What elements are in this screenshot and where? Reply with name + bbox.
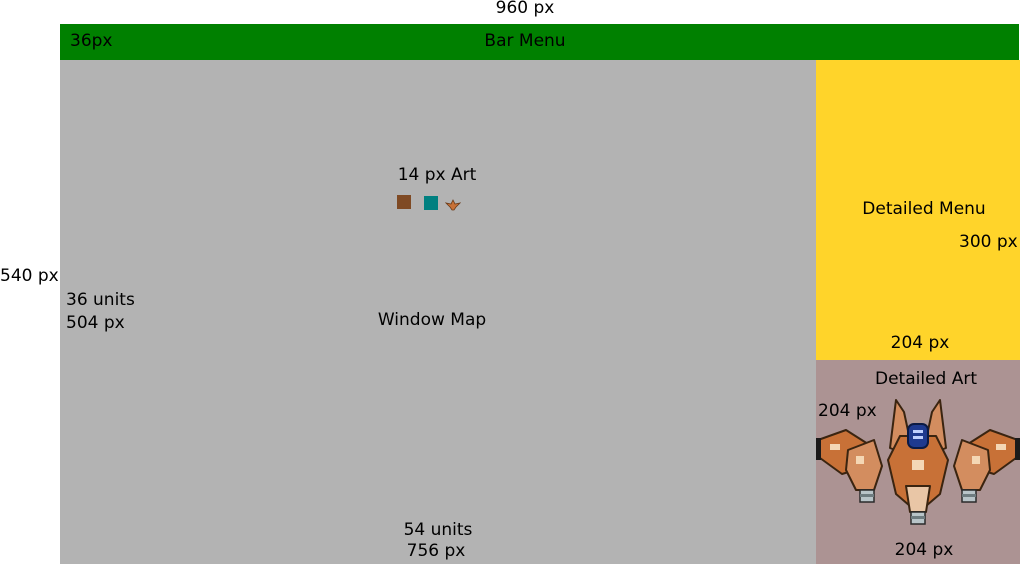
window-map-height-units: 36 units <box>66 290 135 310</box>
art-preview-title: 14 px Art <box>397 165 477 185</box>
window-map-title: Window Map <box>377 310 487 330</box>
total-height-label: 540 px <box>0 266 59 286</box>
detailed-menu-width-label: 204 px <box>890 333 950 353</box>
detailed-art-title: Detailed Art <box>874 369 978 389</box>
dirt-tile-swatch <box>397 195 411 209</box>
total-width-label: 960 px <box>495 0 555 18</box>
detailed-menu-region: Detailed Menu 300 px 204 px <box>816 60 1020 360</box>
bar-menu-title: Bar Menu <box>484 31 566 51</box>
window-map-width-units: 54 units <box>403 520 473 540</box>
window-map-width-px: 756 px <box>406 541 466 561</box>
detailed-menu-title: Detailed Menu <box>862 199 986 219</box>
detailed-art-region: Detailed Art 204 px 204 px <box>816 360 1020 564</box>
detailed-art-width-label: 204 px <box>894 540 954 560</box>
window-map-height-px: 504 px <box>66 313 125 333</box>
small-ship-icon <box>445 199 461 211</box>
bar-menu-region: 36px Bar Menu <box>60 24 1019 60</box>
water-tile-swatch <box>424 196 438 210</box>
detailed-art-height-label: 204 px <box>818 401 877 421</box>
detailed-menu-height-label: 300 px <box>959 232 1018 252</box>
window-map-region: 14 px Art Window Map 36 units 504 px 54 … <box>60 60 816 564</box>
bar-menu-height-label: 36px <box>70 31 113 51</box>
spaceship-sprite-icon <box>816 399 1020 525</box>
